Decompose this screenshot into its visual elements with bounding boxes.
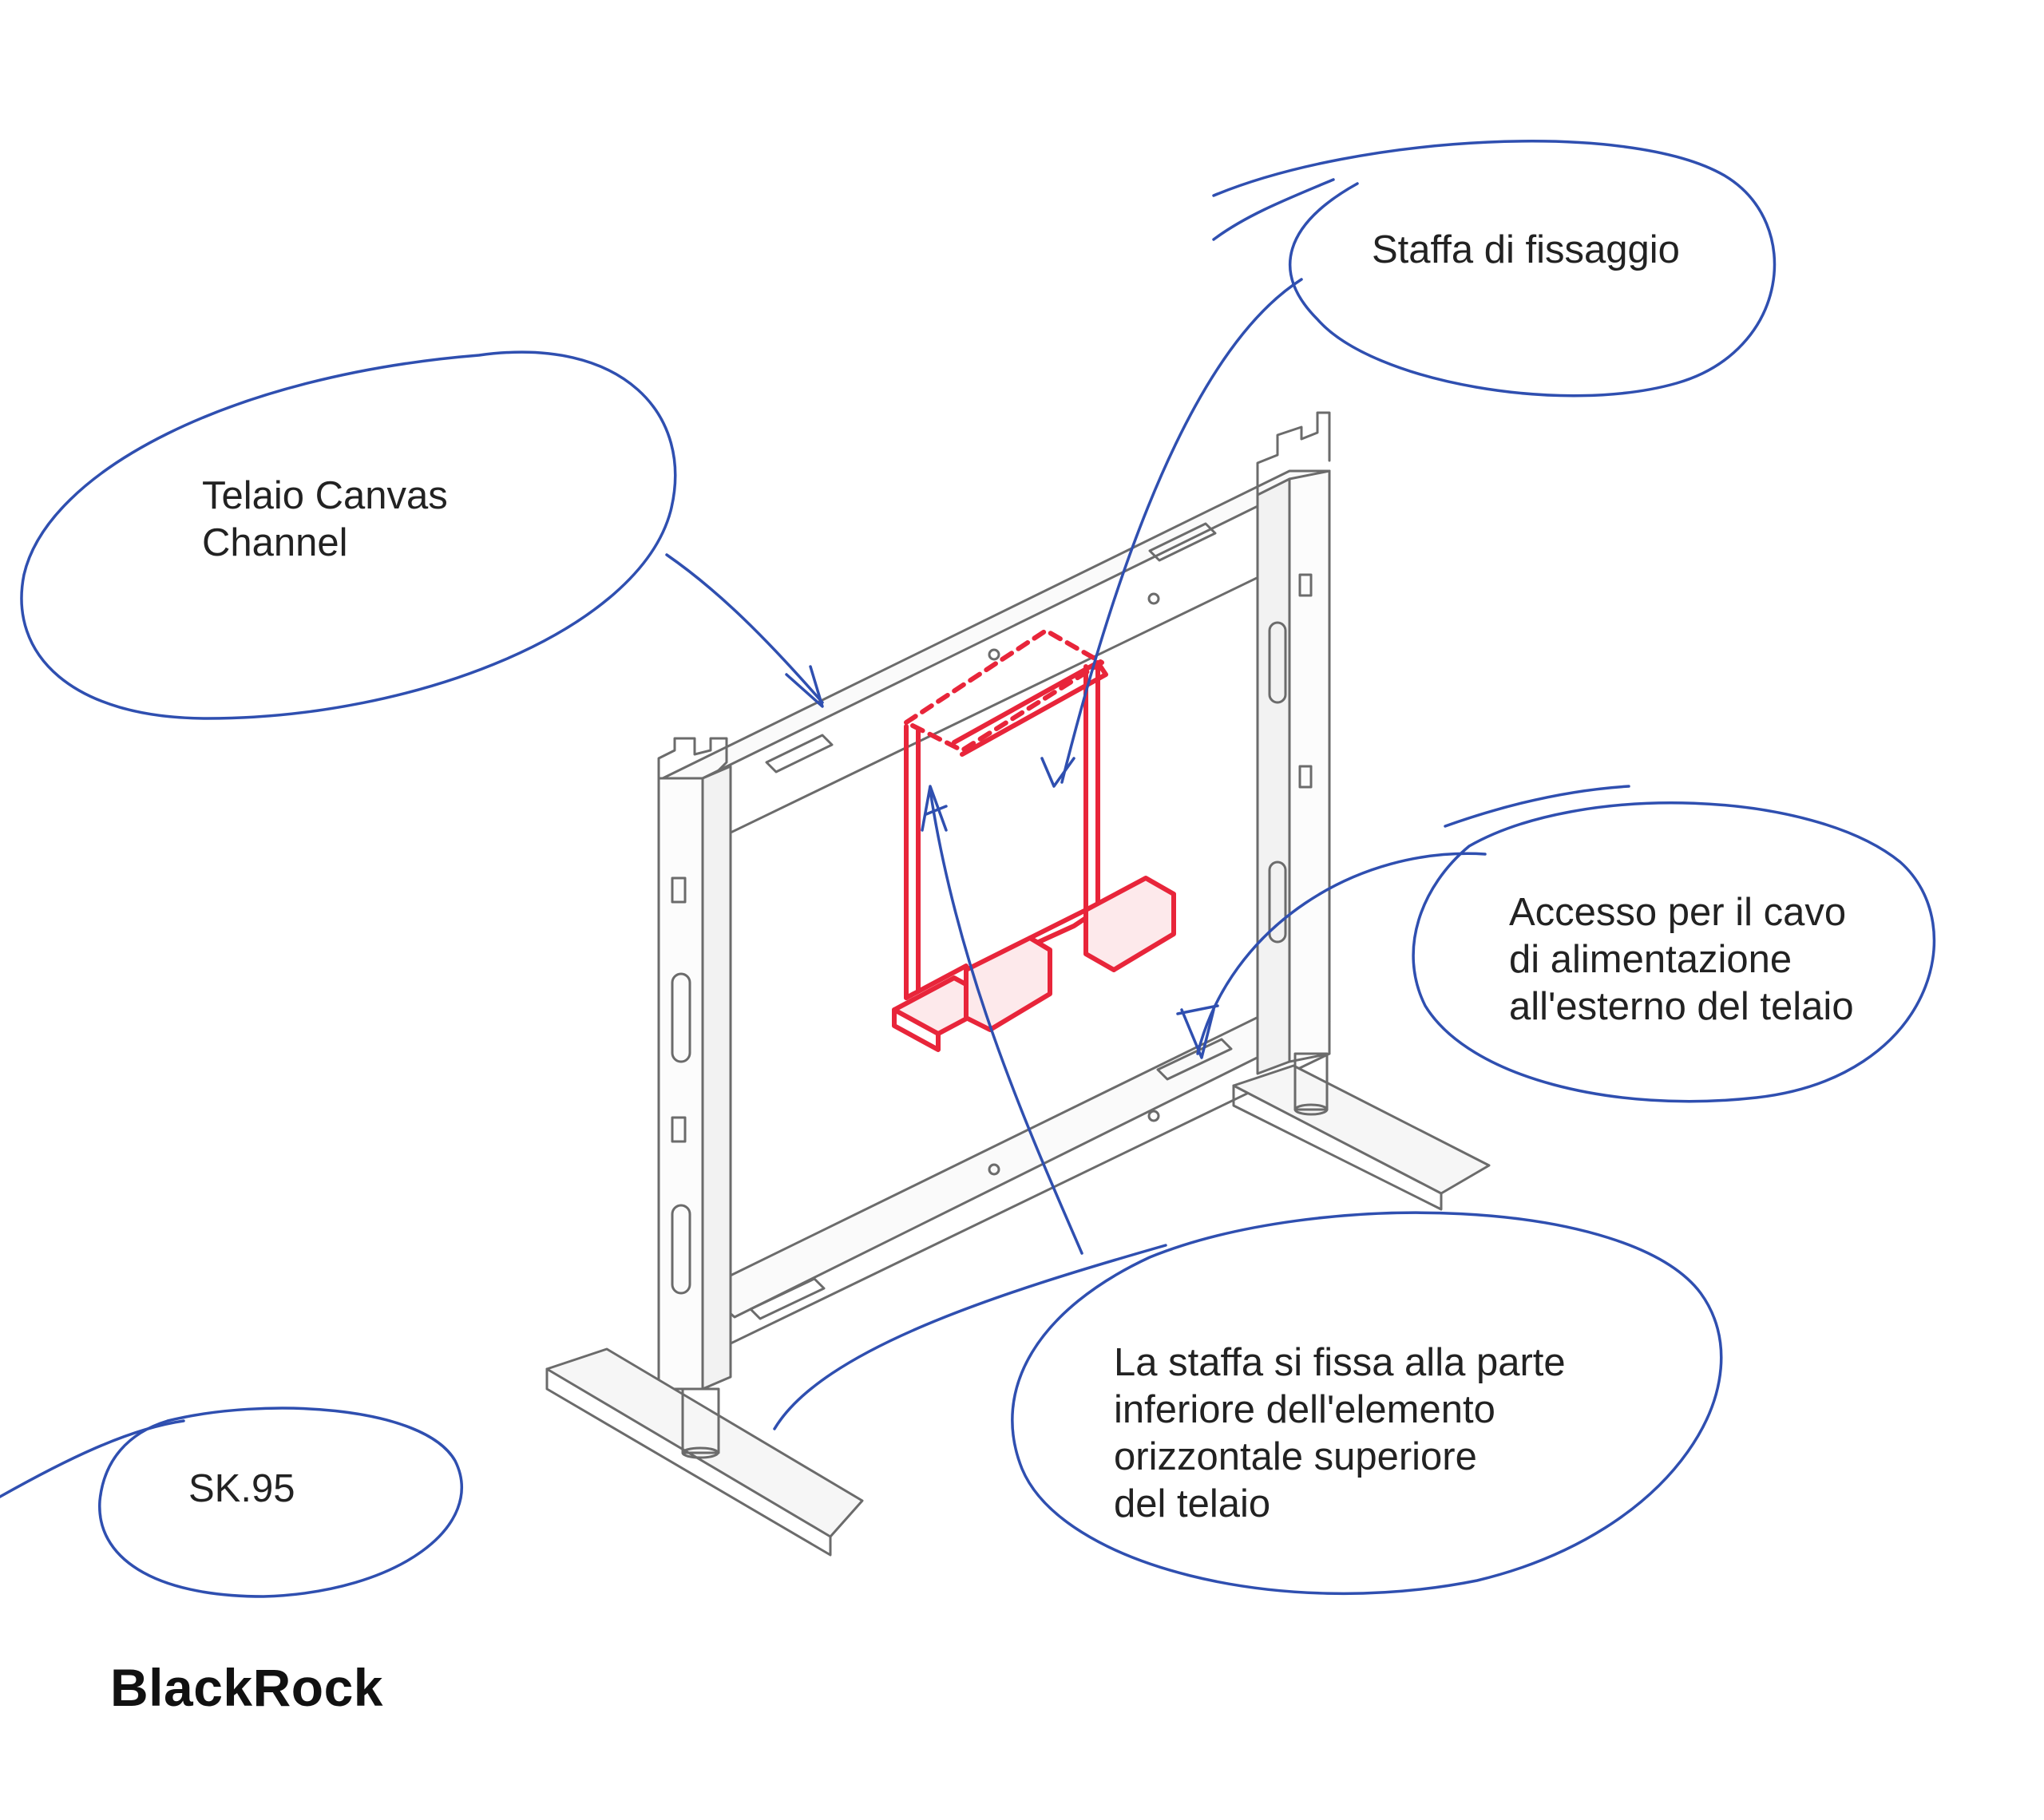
ink-annotations [0, 140, 1936, 1598]
callout-line: La staffa si fissa alla parte [1114, 1341, 1566, 1384]
callout-line: Staffa di fissaggio [1372, 228, 1680, 271]
callout-line: orizzontale superiore [1114, 1435, 1477, 1478]
callout-fissa-arrow [929, 789, 1083, 1255]
callout-line: del telaio [1114, 1482, 1271, 1525]
callout-line: Channel [202, 521, 348, 564]
product-code-label: SK.95 [188, 1466, 295, 1513]
callout-telaio-bubble [20, 350, 677, 720]
callout-telaio-arrow [665, 553, 824, 704]
callout-accesso-label: Accesso per il cavo di alimentazione all… [1509, 889, 1854, 1031]
mounting-bracket [892, 628, 1176, 1052]
canvas-channel-frame [545, 411, 1491, 1557]
callout-sk-bubble [98, 1407, 463, 1598]
callout-staffa-arrow [1060, 278, 1303, 784]
callout-staffa-bubble [1212, 140, 1777, 398]
callout-staffa-label: Staffa di fissaggio [1372, 227, 1680, 274]
callout-line: di alimentazione [1509, 938, 1792, 981]
callout-line: Telaio Canvas [202, 474, 448, 517]
callout-fissa-label: La staffa si fissa alla parte inferiore … [1114, 1339, 1566, 1528]
callout-accesso-arrow [1196, 852, 1487, 1055]
callout-line: Accesso per il cavo [1509, 891, 1847, 934]
callout-line: inferiore dell'elemento [1114, 1388, 1495, 1431]
callout-telaio-label: Telaio Canvas Channel [202, 473, 448, 567]
callout-accesso-bubble [1412, 801, 1936, 1103]
callout-fissa-bubble [1011, 1211, 1723, 1596]
callout-line: SK.95 [188, 1467, 295, 1510]
brand-logo-text: BlackRock [110, 1658, 384, 1717]
callout-line: all'esterno del telaio [1509, 985, 1854, 1028]
